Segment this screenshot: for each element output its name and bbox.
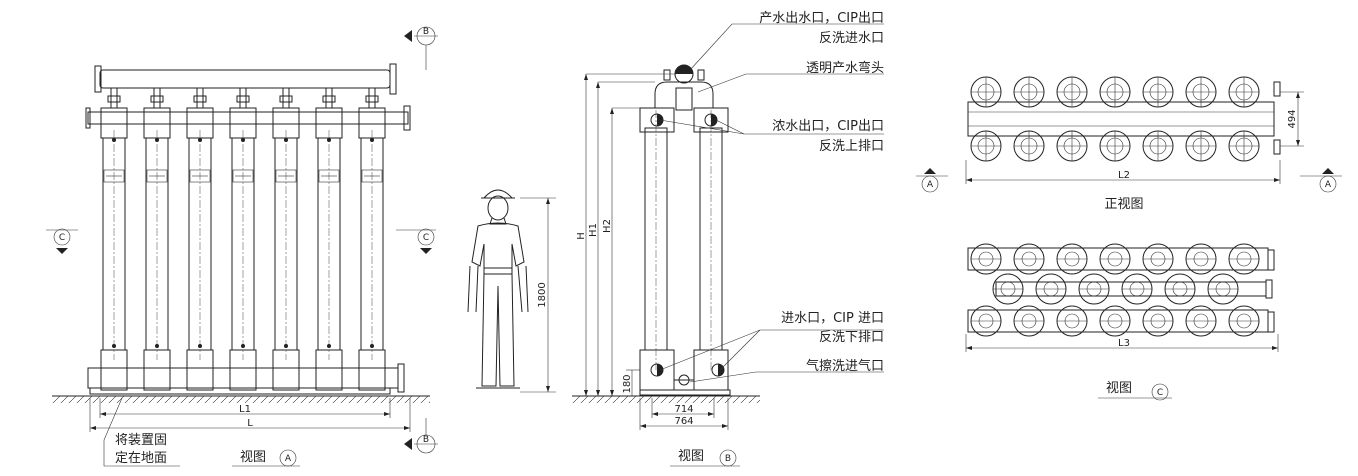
callout-inlet-1: 进水口，CIP 进口	[781, 311, 884, 326]
module-plan-unit	[1013, 243, 1045, 275]
membrane-module	[143, 87, 171, 391]
module-plan-unit	[1142, 243, 1174, 275]
dim-1800: 1800	[537, 282, 548, 307]
section-mark-b-top: B	[404, 26, 438, 70]
module-end-flange	[1099, 76, 1131, 108]
module-end-flange	[1185, 130, 1217, 162]
membrane-module	[272, 87, 300, 391]
dim-494: 494	[1287, 109, 1298, 128]
section-mark-a-left: A	[916, 168, 948, 193]
callout-fix-line-1: 将装置固	[115, 433, 167, 448]
module-plan-unit	[970, 243, 1002, 275]
module-plan-unit	[1121, 273, 1153, 305]
dim-l3: L3	[1118, 338, 1130, 349]
module-plan-unit	[1099, 305, 1131, 337]
svg-text:B: B	[423, 435, 429, 445]
front-view-title: 正视图	[1104, 197, 1143, 212]
svg-text:A: A	[1325, 180, 1332, 190]
callout-product-outlet-2: 反洗进水口	[819, 31, 884, 46]
section-mark-c-right: C	[396, 228, 436, 254]
callout-inlet-2: 反洗下排口	[819, 330, 884, 345]
module-end-flange	[1142, 76, 1174, 108]
svg-text:C: C	[1157, 388, 1163, 398]
dim-h2: H2	[602, 219, 613, 233]
svg-text:A: A	[927, 180, 934, 190]
svg-text:A: A	[285, 454, 292, 464]
module-plan-unit	[1056, 305, 1088, 337]
membrane-module	[100, 87, 128, 391]
module-end-flange	[1185, 76, 1217, 108]
module-plan-unit	[992, 273, 1024, 305]
dim-h1: H1	[588, 223, 599, 237]
module-end-flange	[1142, 130, 1174, 162]
section-mark-c-left: C	[46, 228, 78, 254]
membrane-module	[315, 87, 343, 391]
module-plan-unit	[1228, 305, 1260, 337]
module-plan-unit	[1035, 273, 1067, 305]
section-mark-b-bottom: B	[404, 418, 438, 454]
dim-714: 714	[674, 404, 693, 415]
module-end-flange	[1013, 130, 1045, 162]
dim-l1: L1	[239, 404, 251, 415]
module-plan-unit	[1056, 243, 1088, 275]
module-plan-unit	[1013, 305, 1045, 337]
module-plan-unit	[1142, 305, 1174, 337]
module-end-flange	[1013, 76, 1045, 108]
section-mark-a-right: A	[1300, 168, 1342, 193]
module-plan-unit	[1099, 243, 1131, 275]
view-c-title: 视图	[1106, 381, 1132, 396]
module-end-flange	[1228, 130, 1260, 162]
callout-concentrate-1: 浓水出口，CIP出口	[772, 119, 884, 134]
front-view-drawing: L2 494 A A 正视图	[916, 76, 1342, 212]
view-b-title: 视图	[678, 449, 704, 464]
view-a-drawing: L1 L 将装置固 定在地面 视图 A B B C	[46, 26, 438, 467]
svg-text:B: B	[423, 27, 429, 37]
dim-l2: L2	[1118, 170, 1130, 181]
module-plan-unit	[1185, 305, 1217, 337]
membrane-module	[229, 87, 257, 391]
module-plan-unit	[1185, 243, 1217, 275]
callout-product-outlet-1: 产水出水口，CIP出口	[759, 11, 884, 26]
dim-764: 764	[674, 416, 693, 427]
module-plan-unit	[1164, 273, 1196, 305]
svg-text:B: B	[725, 454, 731, 464]
module-plan-unit	[970, 305, 1002, 337]
dim-180: 180	[622, 374, 633, 393]
person-scale-figure: 1800	[467, 189, 556, 393]
module-end-flange	[1056, 76, 1088, 108]
callout-concentrate-2: 反洗上排口	[819, 139, 884, 154]
membrane-module	[358, 87, 386, 391]
svg-text:C: C	[59, 233, 65, 243]
callout-air-inlet: 气擦洗进气口	[806, 358, 884, 374]
membrane-module	[186, 87, 214, 391]
view-c-drawing: L3 视图 C	[965, 243, 1279, 401]
callout-fix-line-2: 定在地面	[115, 451, 167, 466]
module-end-flange	[1228, 76, 1260, 108]
module-plan-unit	[1228, 243, 1260, 275]
module-plan-unit	[1207, 273, 1239, 305]
module-plan-unit	[1078, 273, 1110, 305]
svg-text:C: C	[423, 233, 429, 243]
dim-l: L	[247, 418, 253, 429]
view-b-drawing: H H1 H2 180 714 764 产水出水口，CIP出口 反洗进水口 透明…	[572, 11, 884, 467]
callout-elbow: 透明产水弯头	[806, 60, 884, 76]
dim-h: H	[576, 232, 587, 240]
view-a-title: 视图	[240, 450, 266, 465]
